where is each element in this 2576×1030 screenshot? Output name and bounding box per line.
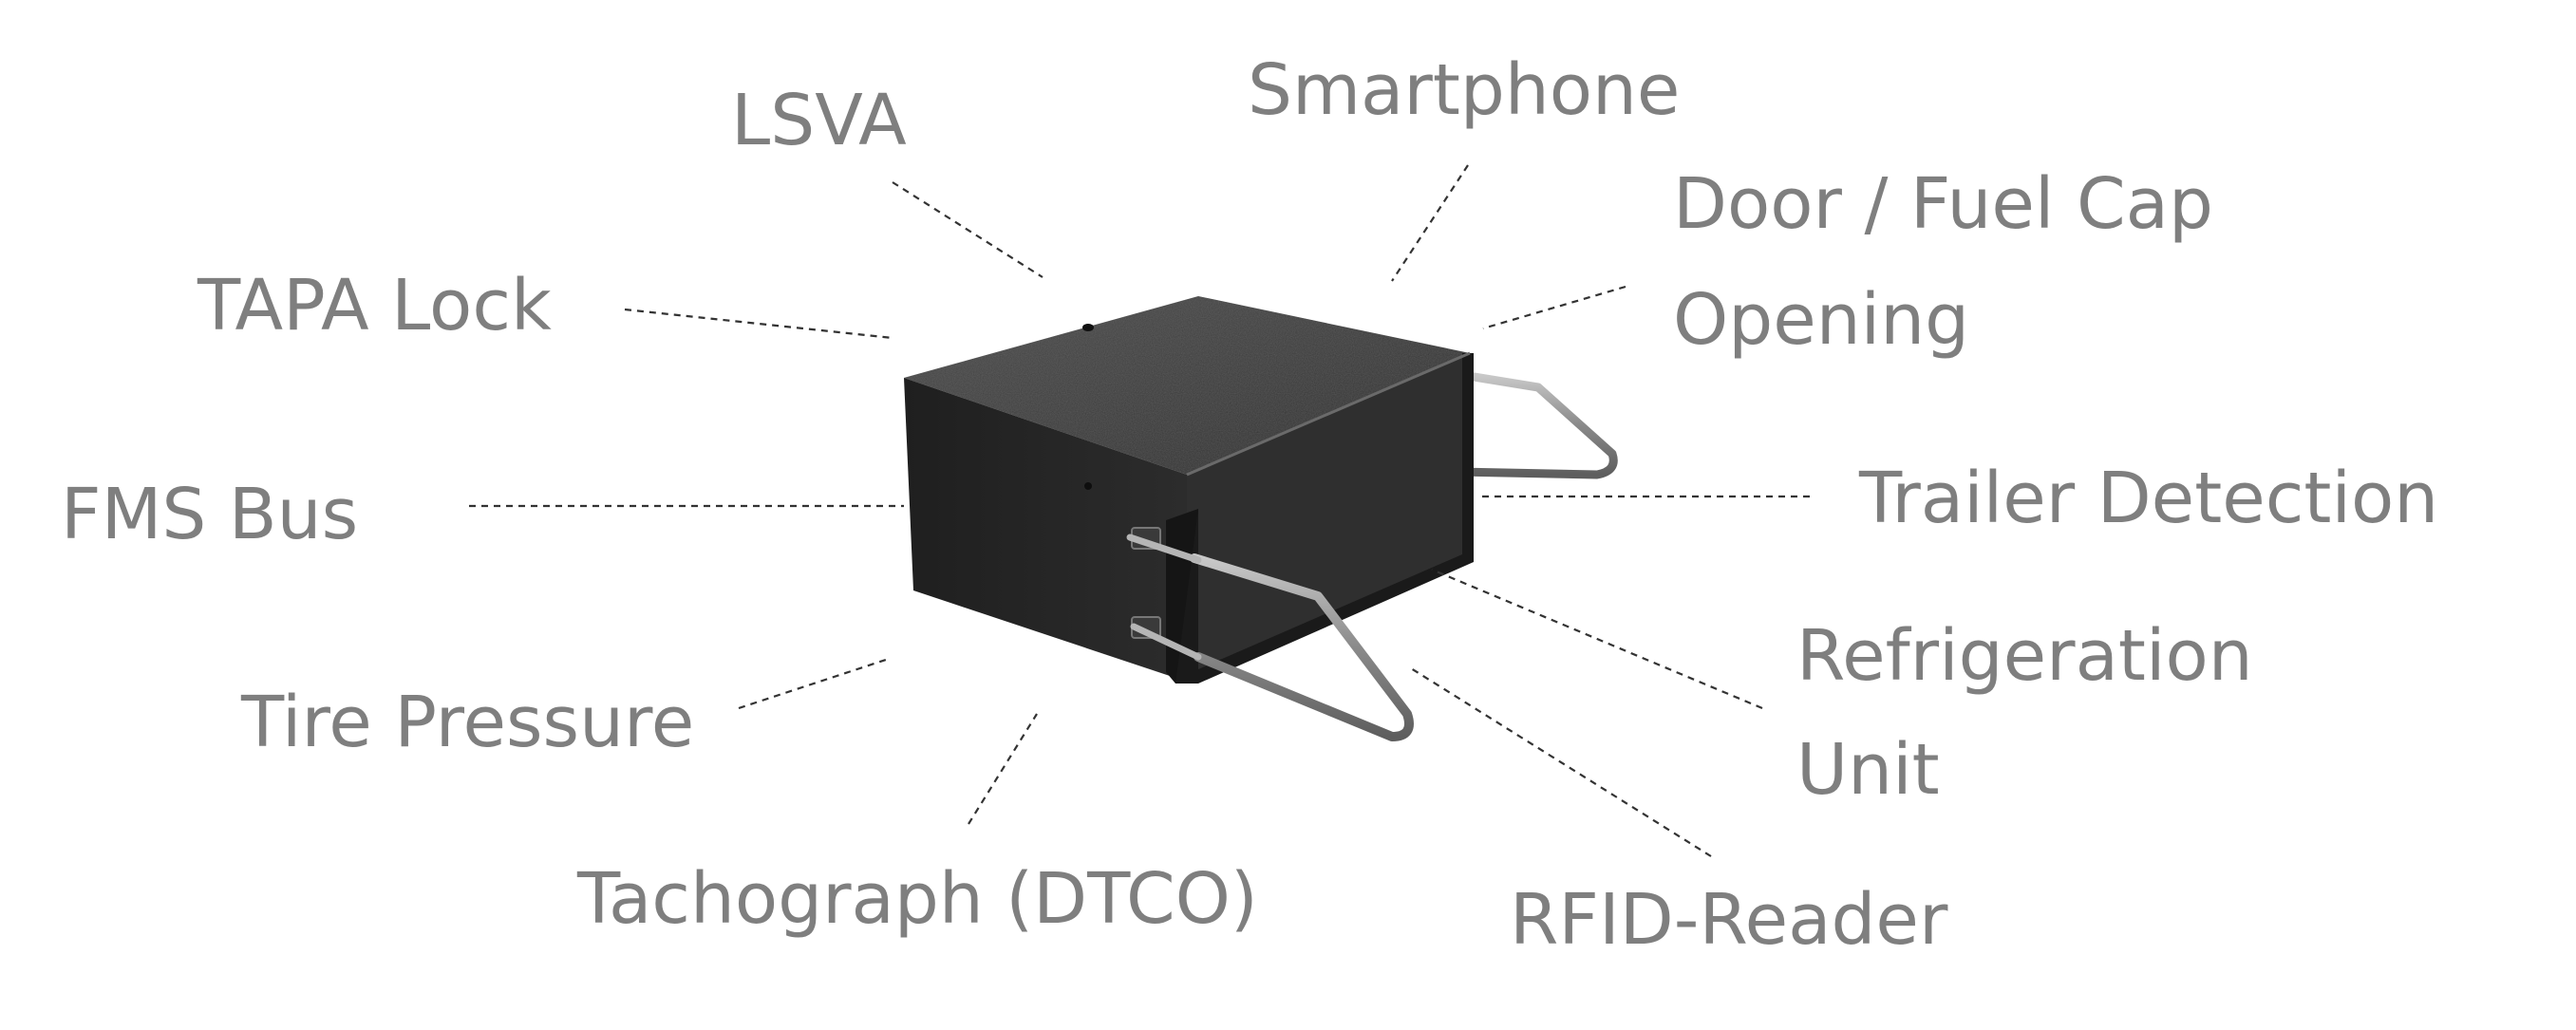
device-edge-highlight [1186, 351, 1471, 477]
device-top-hole [1082, 324, 1094, 331]
label-rfid-reader: RFID-Reader [1510, 879, 1948, 961]
label-trailer-detection: Trailer Detection [1858, 458, 2438, 539]
label-lsva: LSVA [731, 80, 907, 161]
leader-lsva [892, 181, 1044, 278]
leader-lines [469, 164, 1810, 857]
label-refrigeration: Refrigeration [1796, 615, 2253, 697]
front-bracket-stud-lower [1130, 623, 1202, 661]
device-front-flange [1175, 353, 1474, 684]
label-tachograph: Tachograph (DTCO) [576, 858, 1258, 940]
device-led [1084, 482, 1092, 490]
leader-door-fuel-cap [1482, 285, 1626, 330]
label-tapa-lock: TAPA Lock [197, 265, 552, 346]
label-door-opening: Opening [1673, 279, 1969, 361]
back-bracket-wire [1453, 370, 1618, 479]
leader-tire-pressure [738, 657, 890, 710]
leader-rfid-reader [1410, 667, 1712, 857]
leader-refrigeration-unit [1431, 568, 1763, 710]
device-left-face [904, 378, 1187, 682]
device-right-face [1187, 353, 1470, 682]
device-illustration [904, 296, 1618, 741]
label-door-fuel-cap: Door / Fuel Cap [1673, 163, 2213, 245]
front-bracket-stud [1126, 534, 1202, 564]
labels: LSVA Smartphone Door / Fuel Cap Opening … [61, 49, 2438, 961]
label-fms-bus: FMS Bus [61, 474, 358, 555]
label-refrigeration-unit: Unit [1796, 729, 1940, 811]
leader-tachograph [968, 713, 1038, 825]
front-bracket-wire [1190, 553, 1414, 741]
device-top-texture [904, 296, 1470, 475]
label-tire-pressure: Tire Pressure [240, 682, 694, 763]
leader-tapa-lock [624, 308, 893, 340]
leader-smartphone [1391, 164, 1469, 282]
label-smartphone: Smartphone [1248, 49, 1680, 131]
